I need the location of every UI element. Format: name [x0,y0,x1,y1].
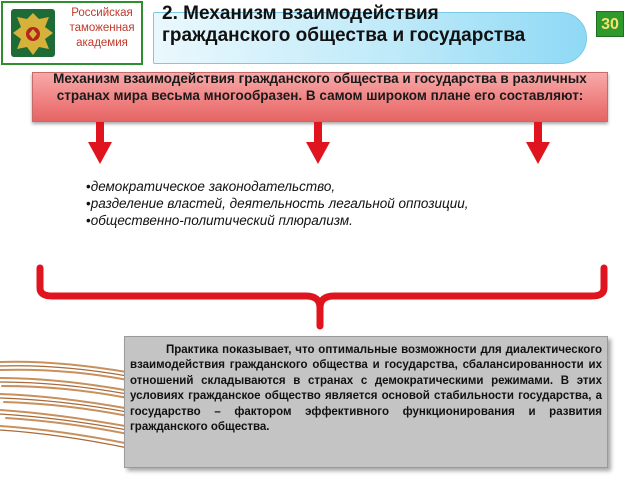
straw-decoration-icon [0,360,139,449]
down-arrow-icon [88,122,112,164]
down-arrow-icon [306,122,330,164]
conclusion-text: Практика показывает, что оптимальные воз… [130,344,602,434]
intro-text: Механизм взаимодействия гражданского общ… [53,71,587,103]
academy-emblem-icon [11,9,55,57]
slide-title: 2. Механизм взаимодействия гражданского … [162,3,526,46]
intro-banner [32,72,608,122]
slide-number-badge: 30 [596,11,624,37]
list-item: общественно-политический плюрализм. [86,212,469,229]
conclusion-panel [124,336,608,468]
brace-icon [36,264,608,330]
down-arrow-icon [526,122,550,164]
title-banner [153,12,587,64]
list-item: демократическое законодательство, [86,178,469,195]
academy-name: Российская таможенная академия [69,7,135,49]
components-list: демократическое законодательство, раздел… [86,178,469,229]
list-item: разделение властей, деятельность легальн… [86,195,469,212]
academy-logo-block: Российская таможенная академия [1,1,143,65]
